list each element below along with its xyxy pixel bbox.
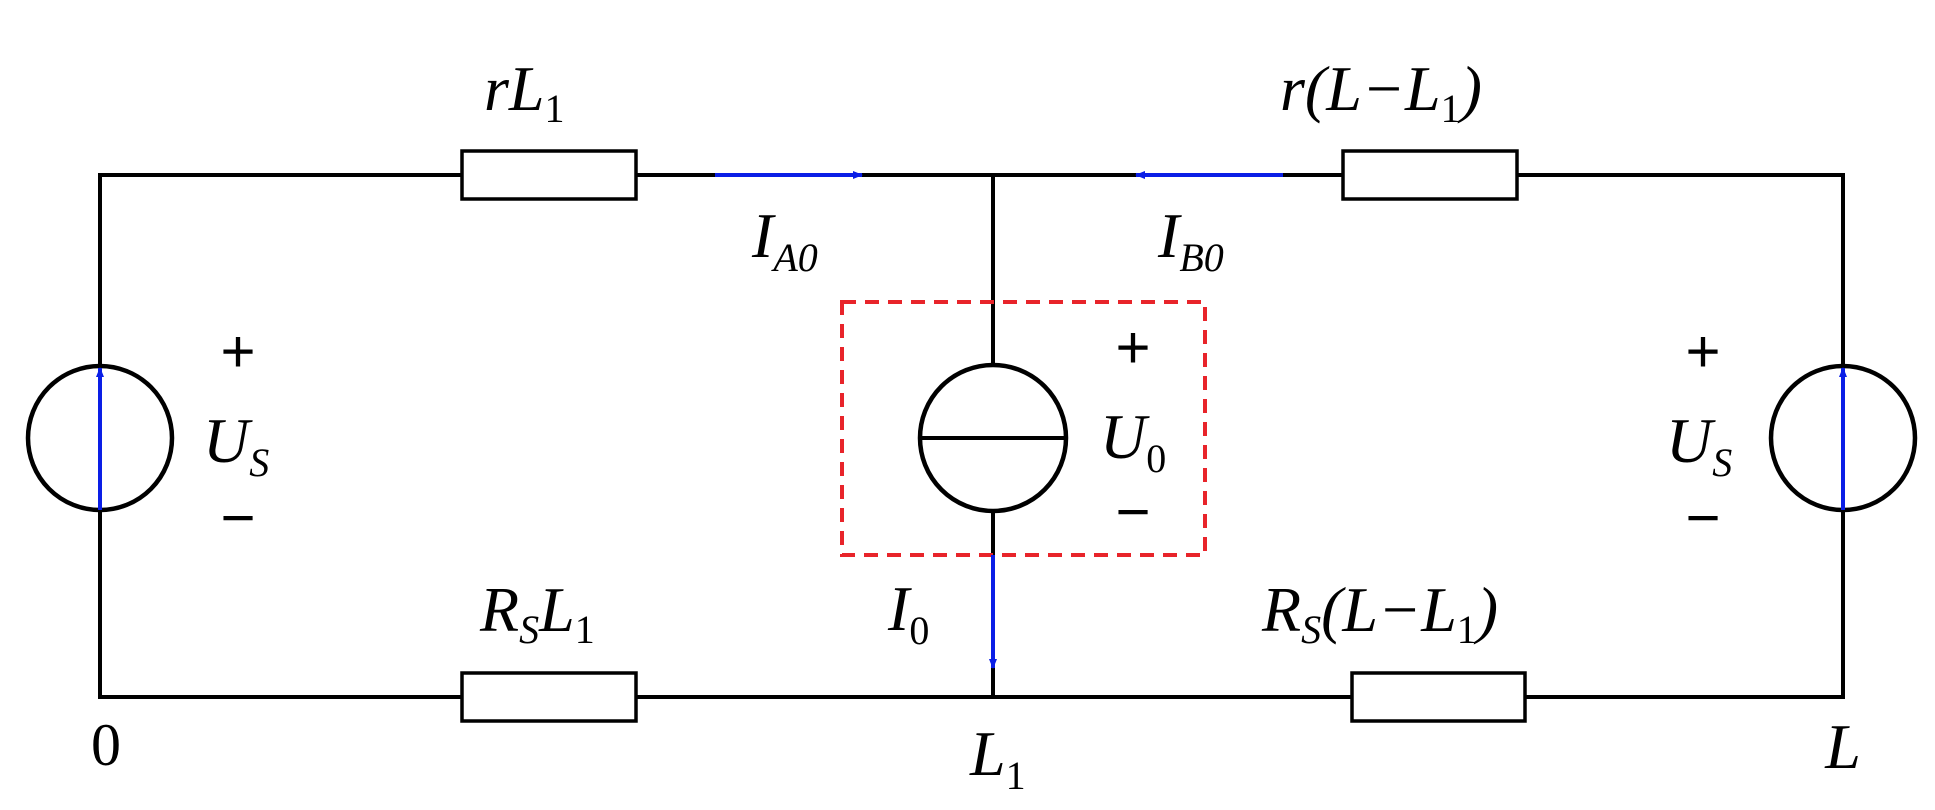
resistor-bottom-right xyxy=(1350,671,1527,723)
label-voltage-right: US xyxy=(1666,405,1732,485)
dashed-boundary-box xyxy=(840,300,1207,557)
resistor-top-right xyxy=(1341,149,1519,201)
label-voltage-left: US xyxy=(203,405,269,485)
sign-plus-left: + xyxy=(220,318,255,385)
resistor-bottom-left xyxy=(460,671,638,723)
label-bottom-left-resistor: RSL1 xyxy=(479,574,595,652)
label-top-left-resistor: rL1 xyxy=(484,53,565,131)
label-bottom-right-resistor: RS(L−L1) xyxy=(1261,574,1498,652)
sign-minus-left: − xyxy=(220,484,255,551)
label-top-right-resistor: r(L−L1) xyxy=(1280,53,1482,131)
sign-minus-center: − xyxy=(1115,478,1150,545)
node-label-start: 0 xyxy=(91,712,121,778)
label-current-a0: IA0 xyxy=(751,200,818,280)
label-voltage-center: U0 xyxy=(1100,401,1166,481)
sign-minus-right: − xyxy=(1685,484,1720,551)
label-current-b0: IB0 xyxy=(1157,200,1224,280)
label-current-i0: I0 xyxy=(887,573,929,653)
resistor-top-left xyxy=(460,149,638,201)
voltage-source-right xyxy=(1768,363,1918,513)
current-source-center xyxy=(917,362,1069,514)
sign-plus-right: + xyxy=(1685,318,1720,385)
node-label-end: L xyxy=(1824,711,1861,782)
node-label-mid: L1 xyxy=(969,718,1026,798)
voltage-source-left xyxy=(25,363,175,513)
sign-plus-center: + xyxy=(1115,314,1150,381)
